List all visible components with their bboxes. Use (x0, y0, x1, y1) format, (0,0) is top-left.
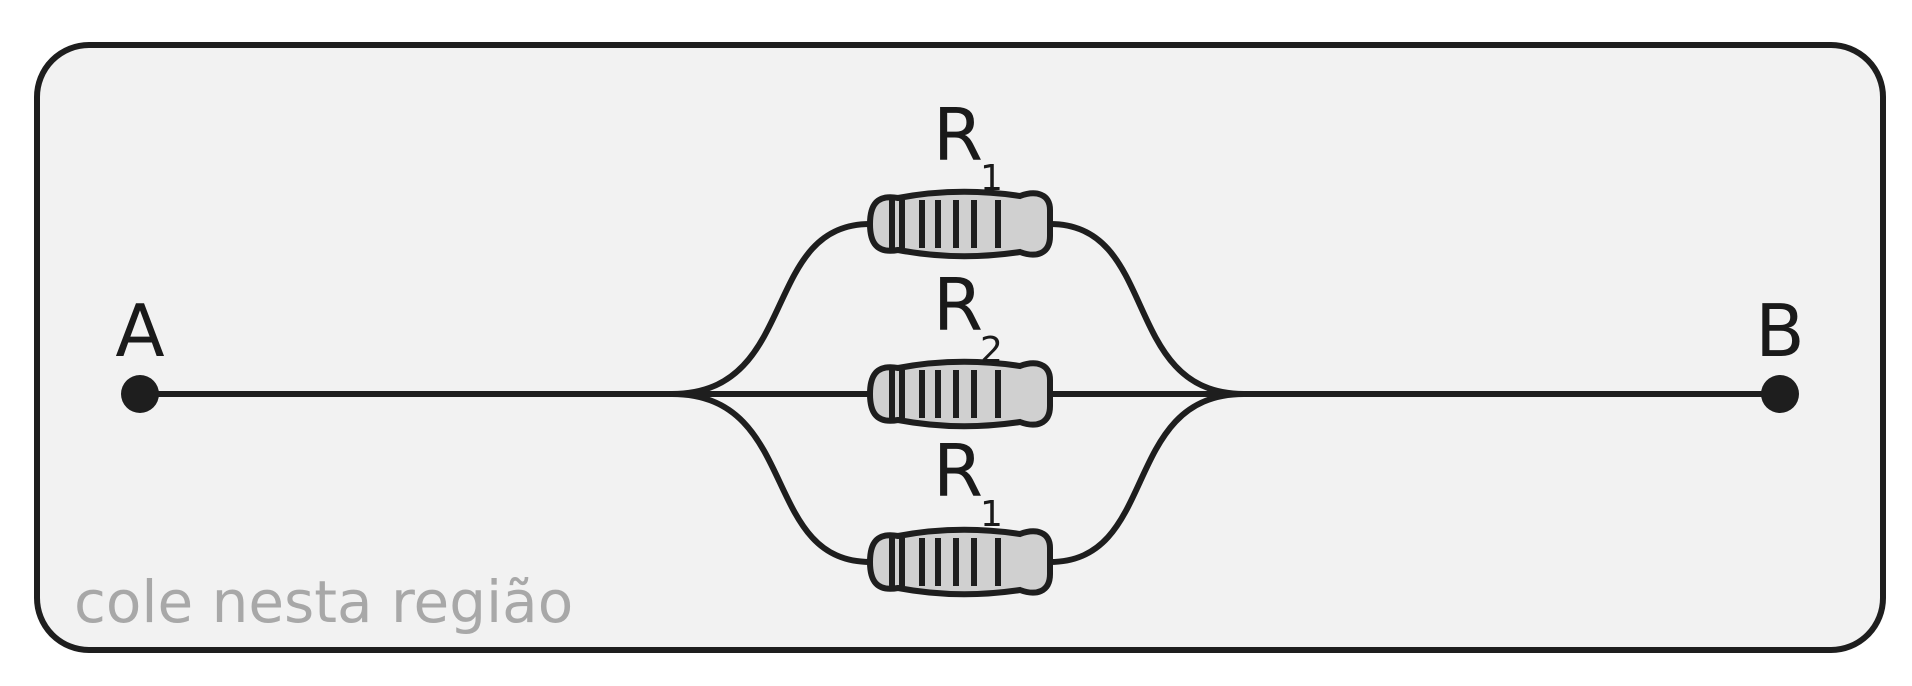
resistor-r1-bottom-label: R (933, 429, 983, 513)
wire-r1-top-right (1047, 221, 1247, 397)
wire-r1-top-left (669, 221, 873, 397)
resistor-r1-top-label: R (933, 93, 983, 177)
terminal-b-label: B (1755, 289, 1804, 373)
terminal-a-label: A (115, 289, 164, 373)
wire-r1-bottom-right (1047, 391, 1247, 565)
wire-r1-bottom-left (669, 391, 873, 565)
terminal-a-node (121, 375, 159, 413)
resistor-r1-top (866, 188, 1053, 260)
resistor-body (866, 358, 1053, 430)
resistor-r1-bottom (866, 526, 1053, 598)
resistor-r2-middle-subscript: 2 (980, 330, 1003, 371)
resistor-r2-middle-label: R (933, 263, 983, 347)
resistor-r1-top-subscript: 1 (980, 158, 1003, 199)
paste-region-hint: cole nesta região (74, 568, 573, 636)
paste-area-frame (34, 42, 1886, 653)
terminal-b-node (1761, 375, 1799, 413)
resistor-body (866, 526, 1053, 598)
resistor-r1-bottom-subscript: 1 (980, 494, 1003, 535)
resistor-r2-middle (866, 358, 1053, 430)
resistor-body (866, 188, 1053, 260)
circuit-wires (137, 221, 1783, 565)
